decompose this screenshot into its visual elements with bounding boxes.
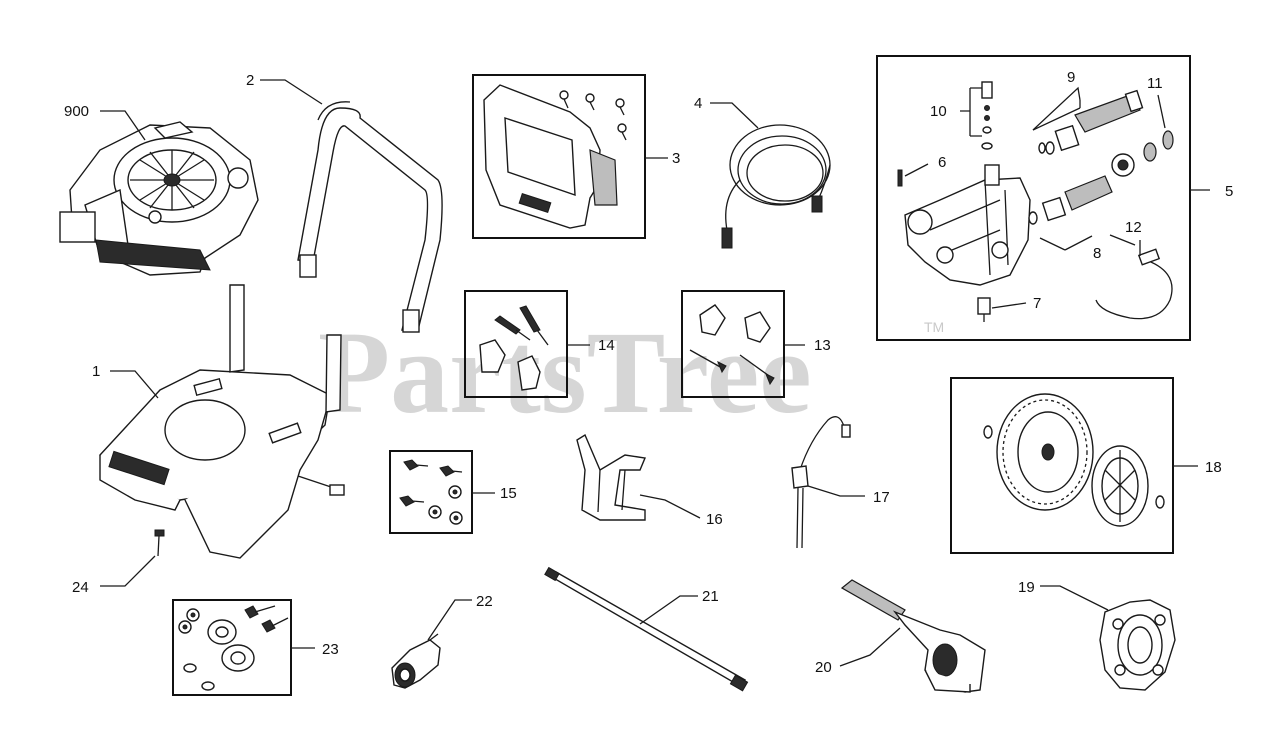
callout-24: 24 — [72, 579, 89, 596]
callout-6: 6 — [938, 154, 946, 171]
callout-17: 17 — [873, 489, 890, 506]
callout-900: 900 — [64, 103, 89, 120]
part-4-hose[interactable] — [721, 124, 831, 249]
part-20-spray-gun[interactable] — [840, 579, 986, 693]
callout-18: 18 — [1205, 459, 1222, 476]
part-5-pump-assembly[interactable] — [876, 55, 1191, 341]
callout-1: 1 — [92, 363, 100, 380]
part-2-handle[interactable] — [297, 101, 443, 333]
callout-22: 22 — [476, 593, 493, 610]
part-18-wheel-kit[interactable] — [950, 377, 1174, 554]
part-900-engine[interactable] — [59, 121, 259, 276]
part-13-hardware-kit[interactable] — [681, 290, 785, 398]
callout-13: 13 — [814, 337, 831, 354]
callout-4: 4 — [694, 95, 702, 112]
callout-3: 3 — [672, 150, 680, 167]
callout-9: 9 — [1067, 69, 1075, 86]
callout-15: 15 — [500, 485, 517, 502]
callout-23: 23 — [322, 641, 339, 658]
callout-labels: 900 2 3 4 5 6 7 8 9 10 11 12 1 14 13 15 … — [64, 69, 1233, 676]
part-14-hardware-kit[interactable] — [464, 290, 568, 398]
callout-14: 14 — [598, 337, 615, 354]
part-24-bolt[interactable] — [154, 529, 165, 557]
part-16-bracket[interactable] — [576, 433, 646, 521]
part-1-frame[interactable] — [99, 284, 345, 559]
callout-10: 10 — [930, 103, 947, 120]
callout-5: 5 — [1225, 183, 1233, 200]
callout-11: 11 — [1147, 75, 1163, 92]
part-23-hardware-kit[interactable] — [172, 599, 292, 696]
part-3-control-panel-kit[interactable] — [472, 74, 646, 239]
callout-21: 21 — [702, 588, 719, 605]
callout-2: 2 — [246, 72, 254, 89]
part-15-hardware-kit[interactable] — [389, 450, 473, 534]
callout-19: 19 — [1018, 579, 1035, 596]
watermark-trademark: TM — [924, 319, 944, 335]
part-22-nozzle[interactable] — [391, 633, 441, 689]
callout-7: 7 — [1033, 295, 1041, 312]
part-17-cable[interactable] — [791, 416, 851, 549]
callout-20: 20 — [815, 659, 832, 676]
watermark-text: PartsTree — [318, 307, 812, 438]
part-19-hose-reel[interactable] — [1099, 599, 1176, 691]
callout-leaders — [100, 79, 1210, 667]
part-21-wand[interactable] — [544, 566, 749, 692]
callout-16: 16 — [706, 511, 723, 528]
callout-12: 12 — [1125, 219, 1142, 236]
callout-8: 8 — [1093, 245, 1101, 262]
